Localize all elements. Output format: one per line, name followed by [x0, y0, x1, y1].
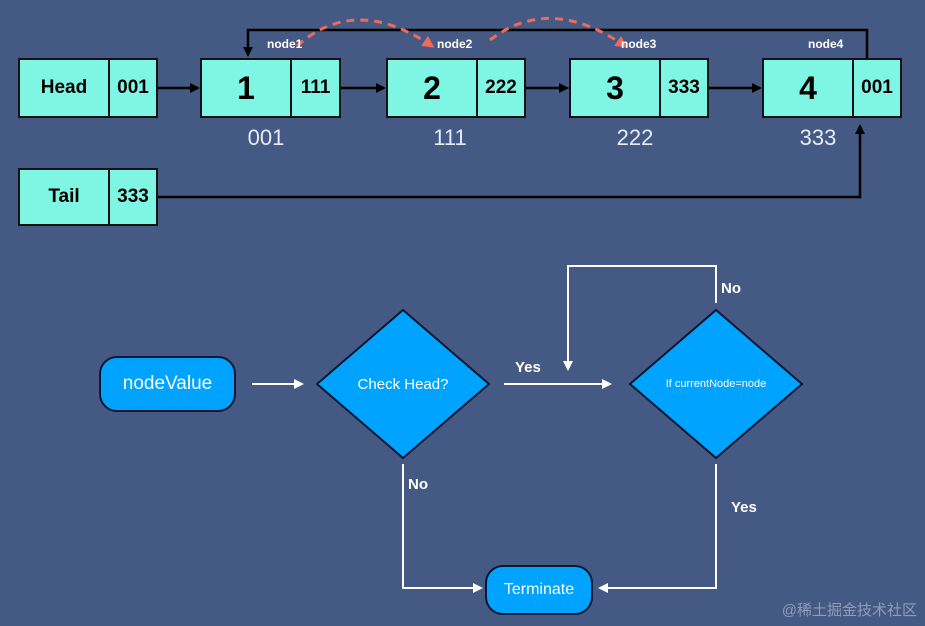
node2-address: 111	[433, 125, 467, 150]
check-no-to-terminate-arrow	[402, 464, 483, 593]
tail-to-node4-arrow	[158, 124, 865, 199]
node-value-start: nodeValue	[99, 356, 236, 412]
yes-label-check-head: Yes	[515, 359, 541, 376]
node4-label: node4	[808, 37, 844, 51]
node1-value-cell: 1	[200, 58, 292, 118]
node2-next-cell: 222	[476, 58, 526, 118]
no-label-check-head: No	[408, 476, 428, 493]
node2-label: node2	[437, 37, 473, 51]
node2-value-cell: 2	[386, 58, 478, 118]
traversal-arc-2	[489, 16, 628, 48]
node1-address: 001	[247, 125, 285, 150]
tail-label-cell: Tail	[18, 168, 110, 226]
head-pointer-cell: 001	[108, 58, 158, 118]
node3-value-cell: 3	[569, 58, 661, 118]
head-label-cell: Head	[18, 58, 110, 118]
tail-pointer-cell: 333	[108, 168, 158, 226]
node4-to-node1-loop-arrow	[243, 28, 869, 58]
node4-address: 333	[799, 125, 837, 150]
check-head-label: Check Head?	[357, 375, 449, 393]
check-head-diamond	[315, 308, 491, 460]
no-label-loop: No	[721, 280, 741, 297]
yes-label-current-node: Yes	[731, 499, 757, 516]
node4-value-cell: 4	[762, 58, 854, 118]
node3-label: node3	[621, 37, 657, 51]
watermark: @稀土掘金技术社区	[781, 602, 917, 619]
node1-label: node1	[267, 37, 303, 51]
node3-address: 222	[616, 125, 654, 150]
current-yes-to-terminate-arrow	[598, 464, 717, 593]
no-loop-arrow	[563, 265, 717, 371]
node3-next-cell: 333	[659, 58, 709, 118]
traversal-arc-1	[295, 18, 435, 48]
terminate-end: Terminate	[485, 565, 593, 615]
current-node-label: If currentNode=node	[665, 378, 767, 390]
current-node-diamond	[628, 308, 804, 460]
node4-next-cell: 001	[852, 58, 902, 118]
node1-next-cell: 111	[290, 58, 341, 118]
